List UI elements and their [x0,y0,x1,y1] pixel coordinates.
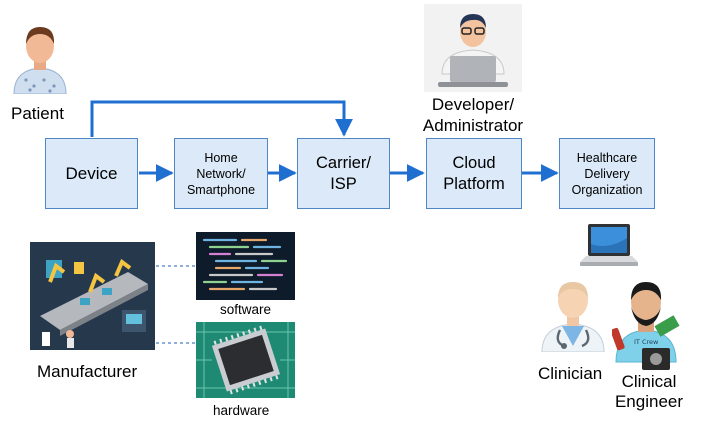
hdo-label-3: Organization [571,182,643,197]
factory-line-icon [30,242,155,350]
software-label: software [220,302,272,317]
laptop-icon [580,224,638,266]
developer-label: Developer/ Administrator [408,94,538,136]
hardware-label: hardware [213,403,270,418]
device-label: Device [65,163,118,183]
arrow-device-to-carrier-bypass [90,100,353,137]
home-network-node: Home Network/ Smartphone [174,138,268,209]
patient-icon [13,27,67,94]
code-screen-icon [196,232,295,300]
home-network-label-2: Network/ [196,166,246,181]
manufacturer-label: Manufacturer [37,362,138,381]
hdo-label-2: Delivery [584,166,630,181]
home-network-label-1: Home [204,150,238,165]
it-crew-icon: IT Crew [612,282,680,370]
device-node: Device [45,138,138,209]
microchip-icon [196,322,295,398]
hdo-node: Healthcare Delivery Organization [559,138,655,209]
engineer-label: Clinical Engineer [604,372,694,412]
developer-label-1: Developer/ [431,95,515,114]
cloud-node: Cloud Platform [426,138,522,209]
carrier-label-1: Carrier/ [315,153,371,172]
svg-text:IT Crew: IT Crew [634,338,659,346]
cloud-label-2: Platform [443,174,505,193]
carrier-label-2: ISP [330,174,357,193]
developer-label-2: Administrator [422,116,524,135]
clinician-label: Clinician [538,364,603,383]
carrier-node: Carrier/ ISP [297,138,390,209]
cloud-label-1: Cloud [452,153,496,172]
home-network-label-3: Smartphone [186,182,256,197]
hdo-label-1: Healthcare [576,150,638,165]
engineer-label-1: Clinical [621,372,677,391]
developer-laptop-icon [424,4,522,92]
doctor-icon [541,282,605,352]
patient-label: Patient [11,104,64,123]
engineer-label-2: Engineer [614,392,684,411]
